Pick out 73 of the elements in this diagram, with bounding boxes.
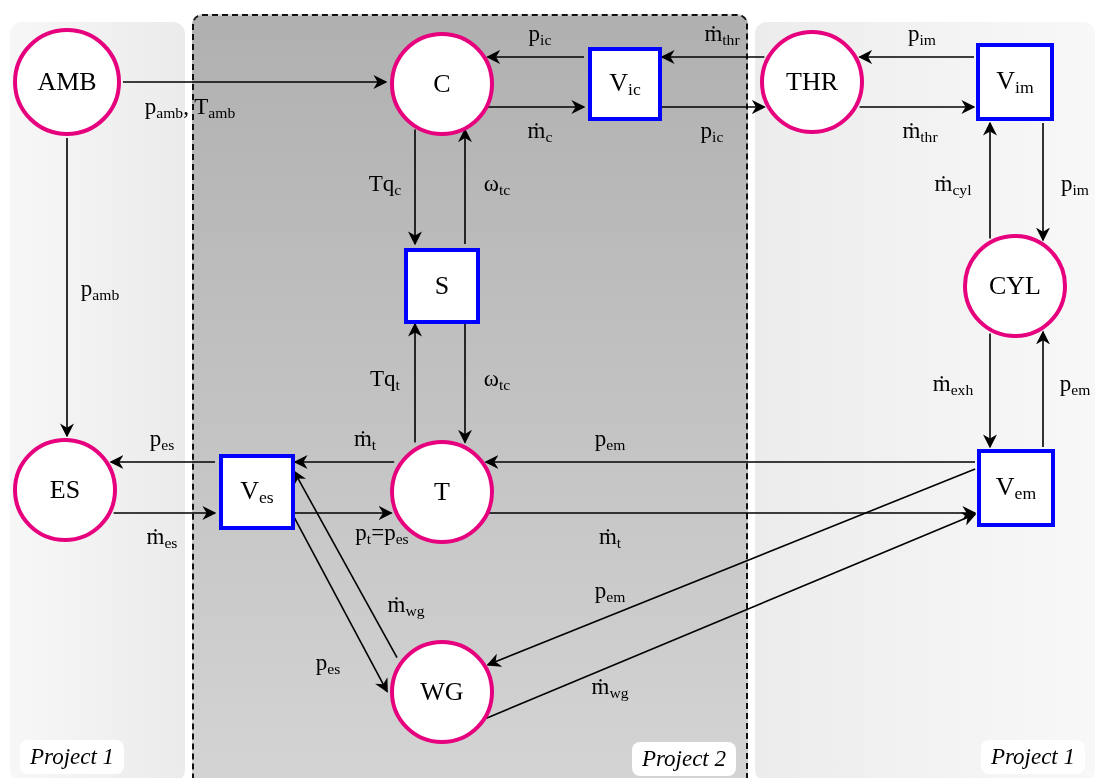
panel <box>755 22 1095 778</box>
edge-label: ṁ$_{wg}$ <box>387 593 425 619</box>
edge-label: ṁ$_{wg}$ <box>591 675 629 701</box>
edge-label: ω$_{tc}$ <box>483 172 511 198</box>
node-label: V$_{es}$ <box>240 475 274 509</box>
node-label: V$_{ic}$ <box>609 67 641 101</box>
node-label: V$_{em}$ <box>995 471 1037 505</box>
square-node <box>976 43 1054 121</box>
arrow <box>1036 330 1050 448</box>
arrow <box>293 470 398 659</box>
arrow <box>983 121 997 240</box>
panel-label: Project 2 <box>631 742 736 776</box>
arrow <box>293 515 388 693</box>
edge-label: p$_{em}$ <box>1059 372 1091 398</box>
edge-label: ṁ$_{cyl}$ <box>934 172 972 198</box>
node-label: WG <box>420 677 464 707</box>
arrow <box>60 137 74 438</box>
arrow <box>983 332 997 449</box>
arrow <box>293 455 395 469</box>
panel-label: Project 1 <box>20 740 125 774</box>
square-node <box>588 47 662 121</box>
edge-label: ṁ$_{es}$ <box>146 525 178 551</box>
square-node <box>977 449 1055 527</box>
arrow <box>858 100 976 114</box>
arrow <box>661 100 766 114</box>
edge-label: Tq$_{c}$ <box>368 172 402 198</box>
edge-label: p$_{im}$ <box>908 22 936 48</box>
dashed-panel <box>192 14 748 778</box>
panel-label: Project 1 <box>980 740 1085 774</box>
edge-label: p$_{ic}$ <box>528 22 552 48</box>
node-label: C <box>433 69 451 99</box>
arrow <box>487 506 977 520</box>
arrow <box>458 323 472 444</box>
arrow <box>660 50 766 64</box>
edge-label: ṁ$_{thr}$ <box>902 119 938 145</box>
edge-label: p$_{ic}$ <box>700 119 724 145</box>
square-node <box>219 454 295 530</box>
edge-label: ṁ$_{exh}$ <box>932 372 974 398</box>
edge-label: p$_{es}$ <box>315 651 341 677</box>
node-label: CYL <box>989 271 1041 301</box>
arrow <box>486 100 586 114</box>
edge-label: p$_{im}$ <box>1061 172 1089 198</box>
edge-label: ṁ$_{t}$ <box>598 525 622 551</box>
edge-label: p$_{amb}$ <box>80 277 120 303</box>
edge-label: ṁ$_{thr}$ <box>704 22 740 48</box>
edge-label: p$_{em}$ <box>594 427 626 453</box>
node-label: AMB <box>37 67 97 97</box>
square-node <box>404 248 480 324</box>
arrow <box>1036 122 1050 242</box>
edge-label: ṁ$_{t}$ <box>353 427 377 453</box>
edge-label: p$_{em}$ <box>594 579 626 605</box>
node-label: V$_{im}$ <box>996 65 1034 99</box>
arrow <box>484 455 976 469</box>
edge-label: ṁ$_{c}$ <box>527 119 553 145</box>
arrow <box>858 50 975 64</box>
arrow <box>486 50 585 64</box>
arrow <box>408 322 422 444</box>
arrow <box>458 128 472 245</box>
edge-label: p$_{t}$=p$_{es}$ <box>355 521 409 547</box>
arrow <box>294 506 393 520</box>
node-label: S <box>434 271 450 301</box>
node-label: T <box>434 477 450 507</box>
edge-label: Tq$_{t}$ <box>370 367 400 393</box>
arrow <box>122 75 388 89</box>
edge-label: p$_{amb}$, T$_{amb}$ <box>144 95 236 121</box>
node-label: ES <box>49 475 81 505</box>
edge-label: p$_{es}$ <box>149 427 175 453</box>
node-label: THR <box>786 67 838 97</box>
arrow <box>486 468 976 667</box>
arrow <box>109 455 216 469</box>
arrow <box>408 128 422 246</box>
edge-label: ω$_{tc}$ <box>483 367 511 393</box>
arrow <box>112 506 217 520</box>
